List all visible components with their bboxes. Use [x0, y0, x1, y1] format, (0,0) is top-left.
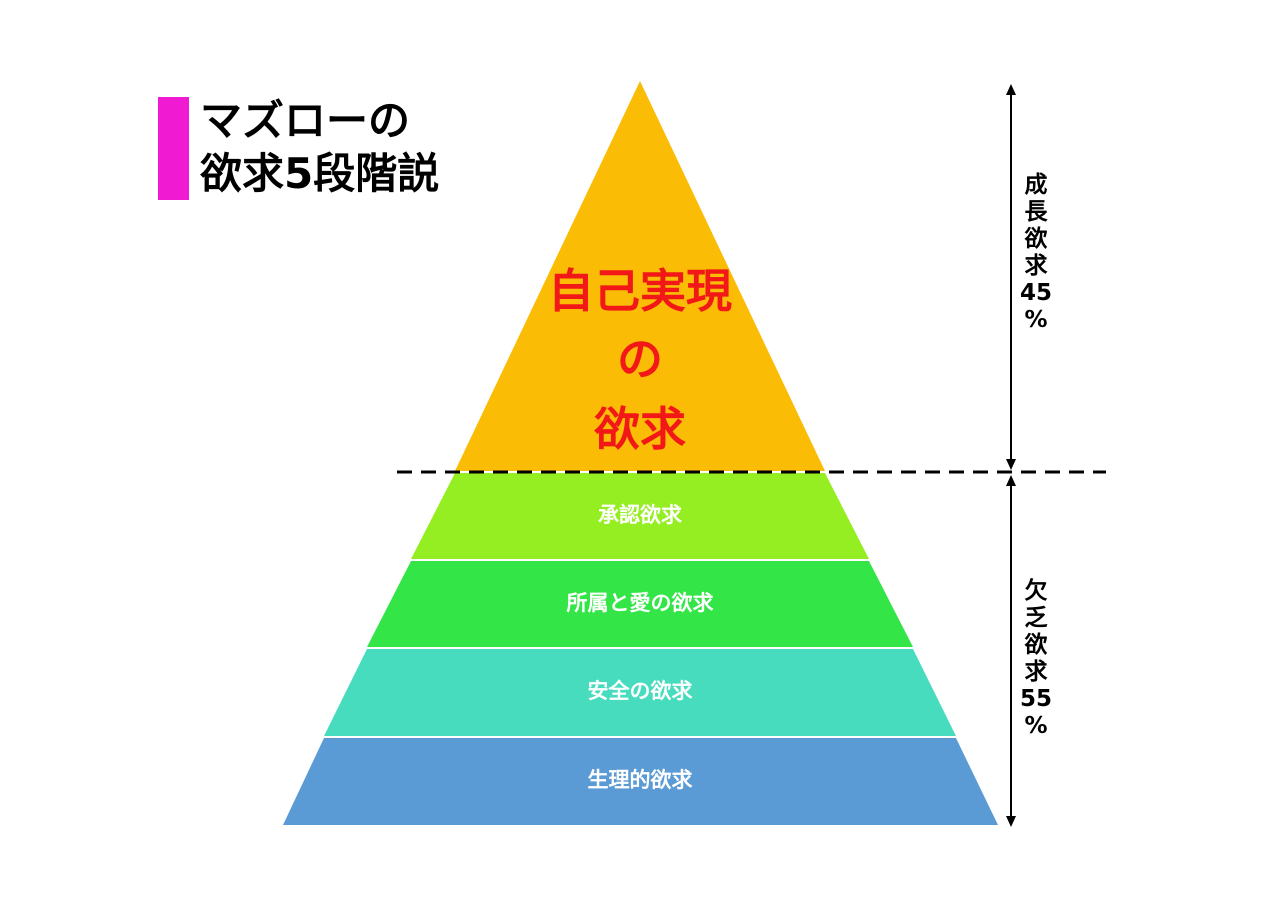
- deficiency-label-percent-value: 55: [1019, 686, 1052, 712]
- growth-arrow-up-head: [1006, 84, 1016, 95]
- tier-label-safety: 安全の欲求: [587, 679, 693, 703]
- pyramid-tier-physiological: [283, 738, 998, 825]
- growth-label-char-2: 長: [1024, 199, 1048, 225]
- growth-label-char-3: 欲: [1024, 226, 1048, 252]
- deficiency-label-char-1: 欠: [1024, 578, 1048, 604]
- deficiency-label-char-3: 欲: [1024, 632, 1048, 658]
- deficiency-arrow-up-head: [1006, 475, 1016, 486]
- growth-label-percent-sign: %: [1024, 307, 1048, 333]
- apex-label-line-3: 欲求: [594, 402, 686, 456]
- title-line-1: マズローの: [200, 96, 411, 145]
- tier-label-physiological: 生理的欲求: [587, 768, 693, 792]
- deficiency-arrow-down-head: [1006, 816, 1016, 827]
- pyramid-tier-esteem: [411, 473, 869, 559]
- page-title: マズローの 欲求5段階説: [200, 94, 439, 200]
- pyramid-tier-safety: [324, 649, 956, 736]
- pyramid-apex-self-actualization: [455, 81, 825, 471]
- growth-label-char-4: 求: [1024, 253, 1048, 279]
- growth-label-char-1: 成: [1024, 172, 1048, 198]
- tier-label-esteem: 承認欲求: [598, 503, 682, 527]
- deficiency-label-char-4: 求: [1024, 659, 1048, 685]
- tier-label-belonging: 所属と愛の欲求: [566, 591, 714, 615]
- growth-needs-label: 成 長 欲 求 45 %: [1019, 172, 1053, 334]
- growth-label-percent-value: 45: [1019, 280, 1052, 306]
- pyramid-tier-belonging: [367, 561, 913, 647]
- deficiency-label-percent-sign: %: [1024, 713, 1048, 739]
- growth-arrow-down-head: [1006, 459, 1016, 470]
- title-line-2: 欲求5段階説: [200, 149, 440, 198]
- title-accent-bar: [158, 97, 189, 200]
- apex-label-line-2: の: [617, 332, 663, 386]
- deficiency-needs-label: 欠 乏 欲 求 55 %: [1019, 578, 1053, 740]
- apex-label-line-1: 自己実現: [548, 264, 732, 318]
- deficiency-label-char-2: 乏: [1024, 605, 1048, 631]
